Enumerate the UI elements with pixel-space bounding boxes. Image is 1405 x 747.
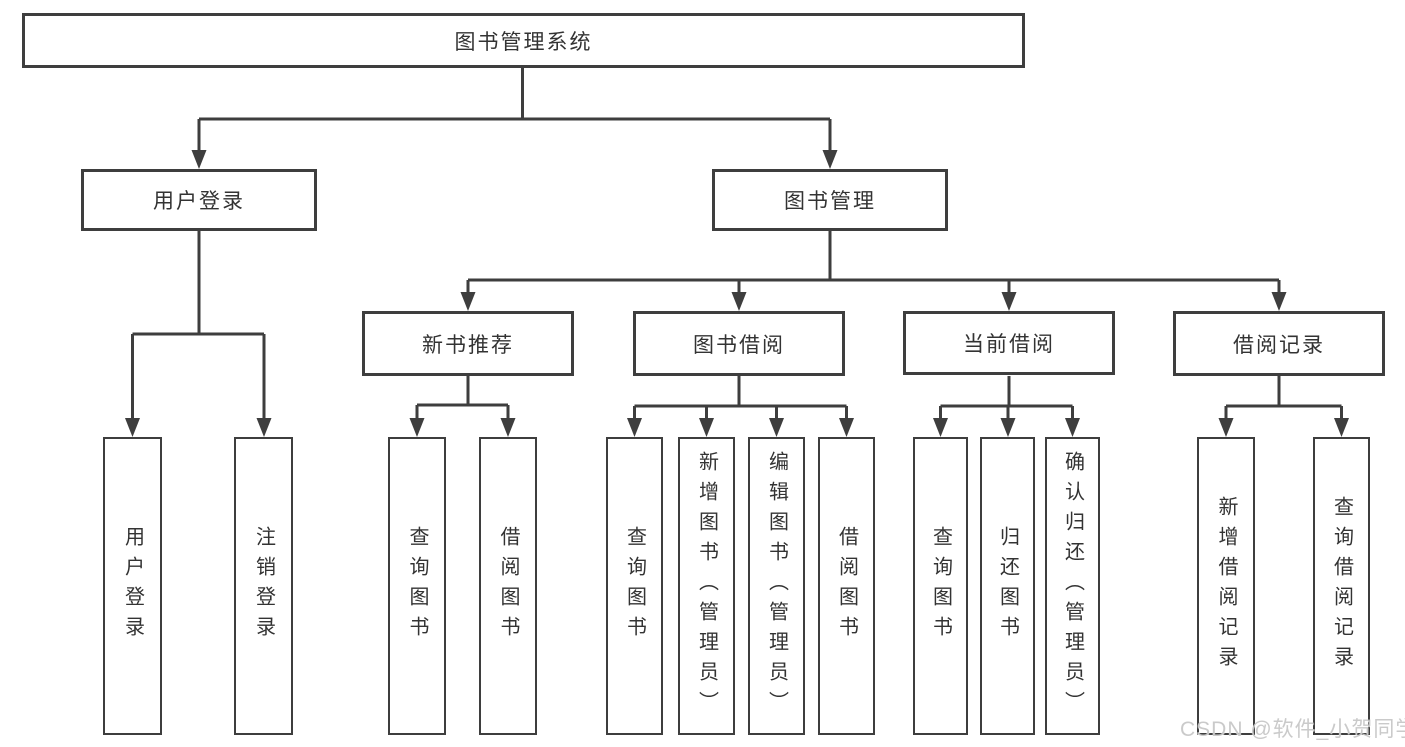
- node-leaf-query-books-borrowing: 查询图书: [606, 437, 663, 735]
- node-label: 借阅图书: [835, 526, 858, 646]
- node-label: 新增借阅记录: [1215, 496, 1237, 676]
- node-leaf-logout: 注销登录: [234, 437, 293, 735]
- node-label: 用户登录: [153, 190, 245, 213]
- node-label: 查询借阅记录: [1330, 496, 1353, 676]
- node-label: 查询图书: [623, 526, 646, 646]
- node-borrowing-records: 借阅记录: [1173, 311, 1385, 376]
- node-leaf-borrow-books-recommend: 借阅图书: [479, 437, 537, 735]
- node-book-borrowing: 图书借阅: [633, 311, 845, 376]
- node-leaf-query-borrow-record: 查询借阅记录: [1313, 437, 1370, 735]
- watermark-text: CSDN @软件_小贺同学: [1180, 718, 1405, 741]
- node-label: 归还图书: [996, 526, 1019, 646]
- node-label: 图书借阅: [693, 333, 785, 357]
- node-leaf-user-login: 用户登录: [103, 437, 162, 735]
- node-label: 图书管理系统: [454, 30, 593, 54]
- node-leaf-borrow-books: 借阅图书: [818, 437, 875, 735]
- node-leaf-query-books-recommend: 查询图书: [388, 437, 446, 735]
- node-label: 查询图书: [406, 526, 428, 646]
- connector-segments: [131, 68, 1343, 420]
- node-user-login: 用户登录: [81, 169, 317, 231]
- node-label: 用户登录: [121, 526, 144, 646]
- node-label: 当前借阅: [963, 333, 1055, 356]
- node-leaf-query-books-current: 查询图书: [913, 437, 968, 735]
- node-label: 新增图书（管理员）: [695, 451, 718, 721]
- node-new-book-recommendation: 新书推荐: [362, 311, 574, 376]
- node-label: 编辑图书（管理员）: [765, 451, 788, 721]
- node-leaf-edit-book-admin: 编辑图书（管理员）: [748, 437, 805, 735]
- node-label: 确认归还（管理员）: [1061, 451, 1084, 721]
- node-leaf-add-borrow-record: 新增借阅记录: [1197, 437, 1255, 735]
- node-label: 注销登录: [252, 526, 275, 646]
- node-label: 查询图书: [929, 526, 952, 646]
- node-label: 图书管理: [784, 190, 876, 213]
- node-book-management: 图书管理: [712, 169, 948, 231]
- node-label: 借阅图书: [497, 526, 519, 646]
- node-label: 新书推荐: [422, 333, 514, 357]
- node-library-management-system: 图书管理系统: [22, 13, 1025, 68]
- arrowheads: [125, 150, 1349, 437]
- node-leaf-return-books: 归还图书: [980, 437, 1035, 735]
- node-label: 借阅记录: [1233, 333, 1325, 357]
- node-current-borrowing: 当前借阅: [903, 311, 1115, 375]
- node-leaf-add-book-admin: 新增图书（管理员）: [678, 437, 735, 735]
- node-leaf-confirm-return-admin: 确认归还（管理员）: [1045, 437, 1100, 735]
